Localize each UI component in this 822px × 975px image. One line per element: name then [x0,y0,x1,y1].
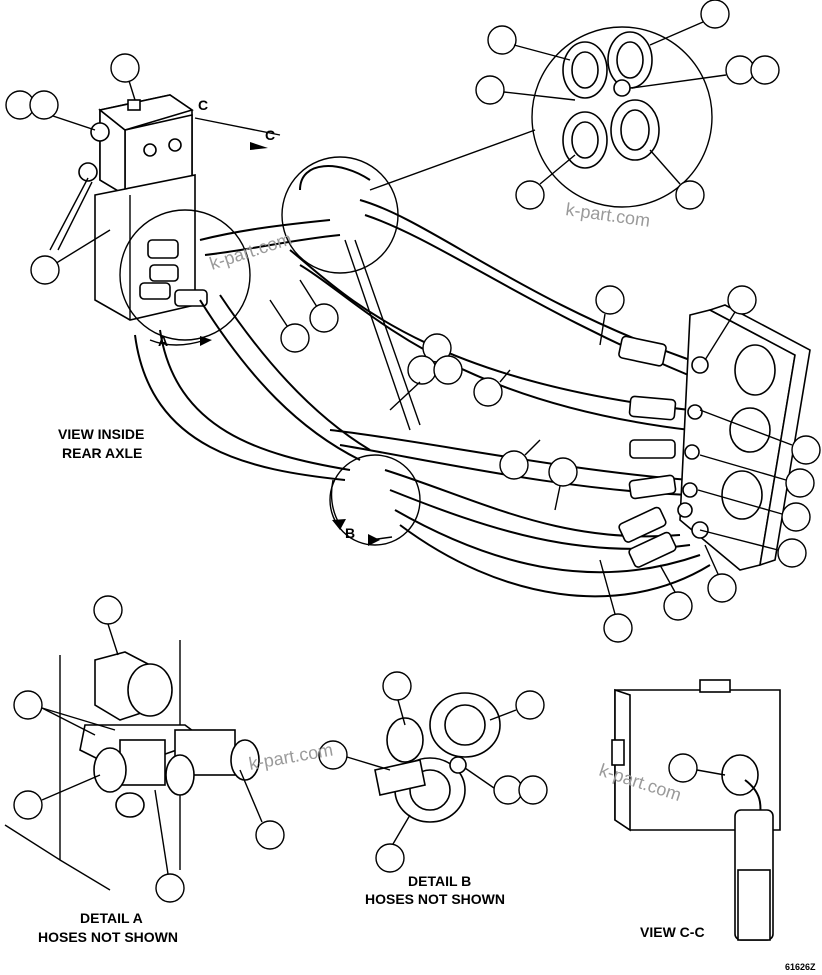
detail-circle-a: A [119,209,251,349]
figure-number: 61626Z [785,962,816,972]
detail-a-label-line1: DETAIL A [80,910,143,926]
section-cc-arrows: C C [194,97,281,150]
detail-b-assembly [374,692,501,823]
view-cc-label: VIEW C-C [640,924,705,940]
valve-block [49,94,196,321]
detail-a-assembly [4,640,260,891]
view-inside-label-line1: VIEW INSIDE [58,426,144,442]
section-marker-c-top: C [198,97,208,113]
view-inside-label-line2: REAR AXLE [62,445,142,461]
callouts [5,0,821,903]
section-marker-c-right: C [265,127,275,143]
view-marker-a: A [158,333,168,349]
watermark-detail-a: k-part.com [247,739,334,773]
watermark-top: k-part.com [564,199,651,231]
clamp-detail-top-right [369,26,713,208]
view-cc-assembly [611,679,781,941]
bulkhead-plate [677,304,811,571]
clamp-detail-circle-top [281,156,399,274]
detail-a-label-line2: HOSES NOT SHOWN [38,929,178,945]
view-marker-b: B [345,525,355,541]
hose-end-fittings [618,335,677,568]
frame-rail [344,239,421,431]
detail-b-label-line2: HOSES NOT SHOWN [365,891,505,907]
detail-b-label-line1: DETAIL B [408,873,471,889]
detail-circle-b: B [329,454,421,546]
